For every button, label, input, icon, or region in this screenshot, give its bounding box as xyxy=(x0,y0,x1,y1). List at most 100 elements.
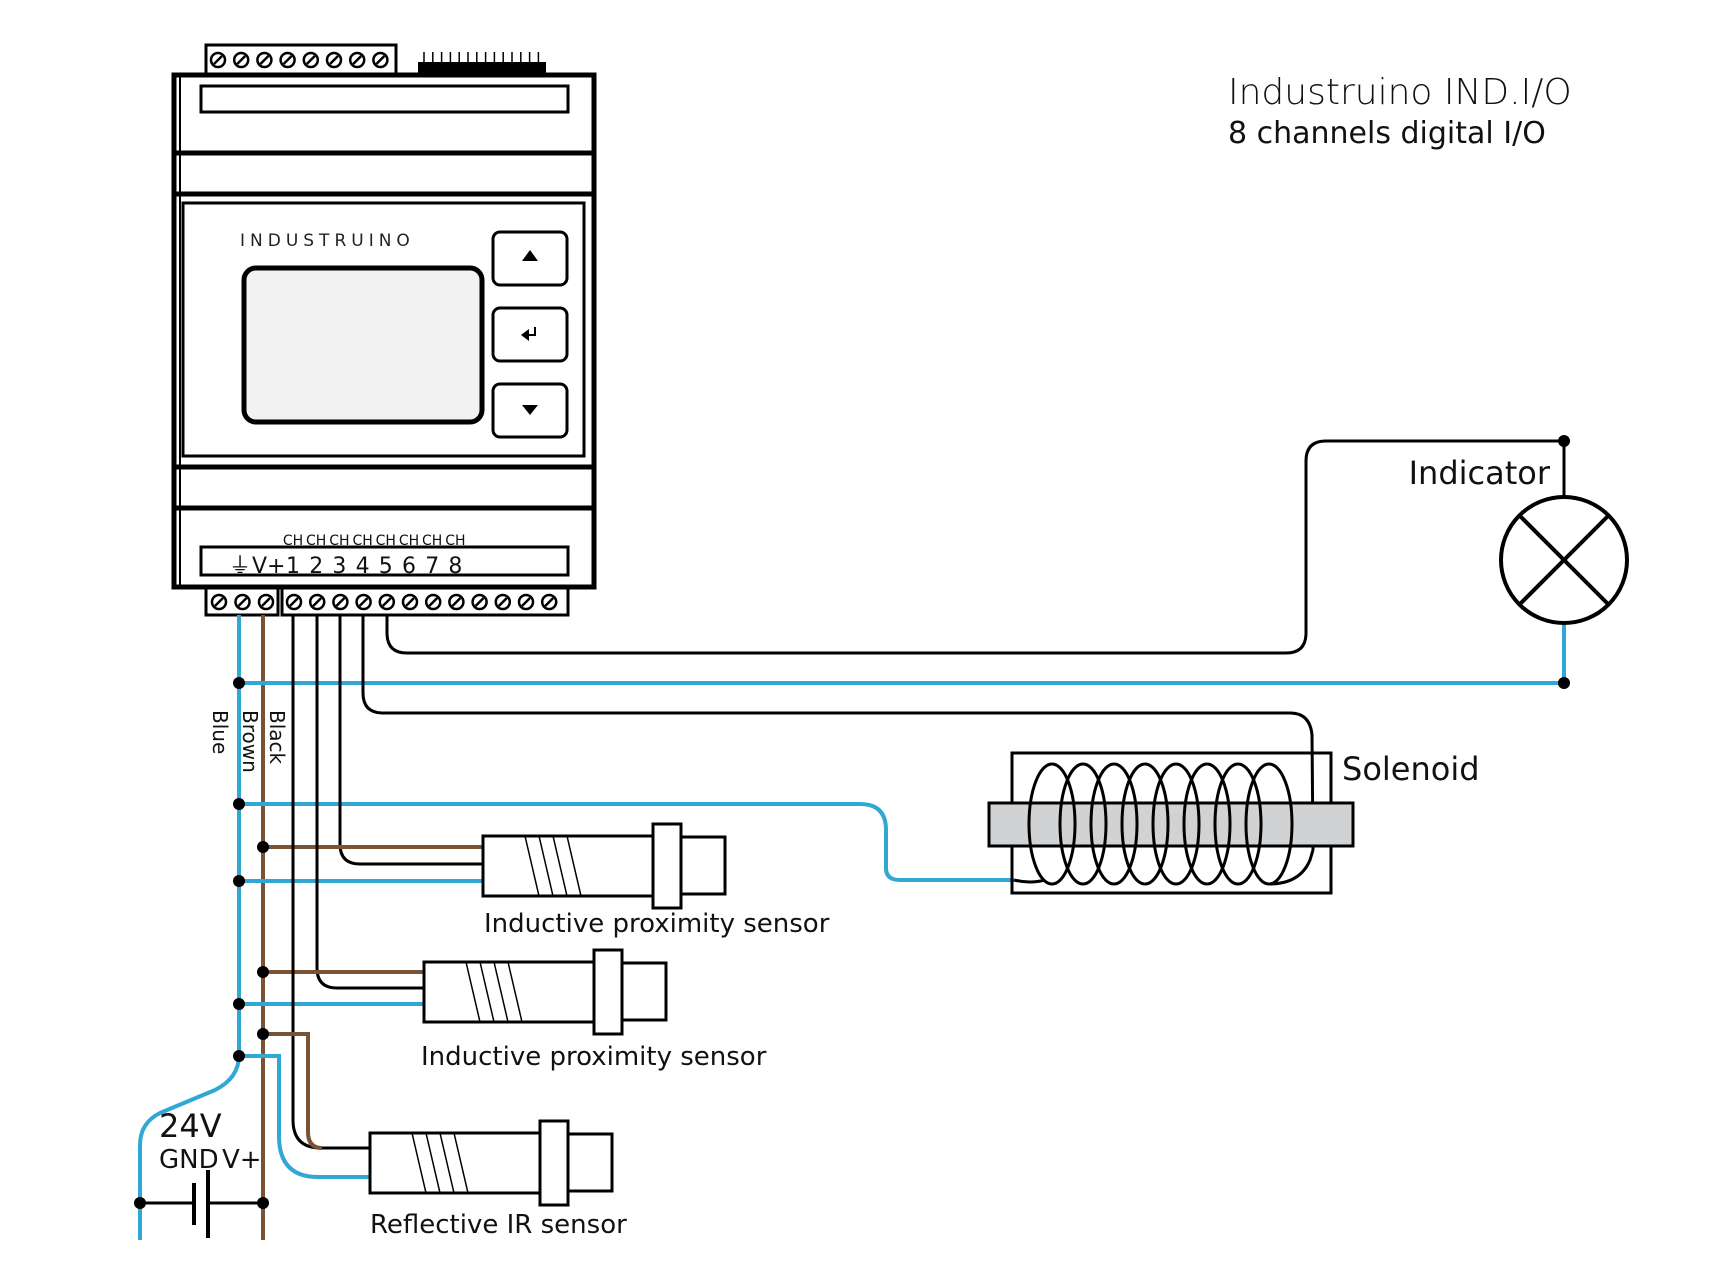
sensor3-brown-wire-a xyxy=(263,1032,323,1150)
coil-loop xyxy=(1120,762,1170,886)
sensor-thread-line xyxy=(507,961,523,1023)
screw-slot xyxy=(544,597,555,607)
screw-slot xyxy=(381,597,392,607)
screw-icon xyxy=(378,593,396,611)
screw-icon xyxy=(234,593,251,611)
screw-slot xyxy=(237,597,248,607)
sensor-tip xyxy=(679,835,727,896)
sensor-thread-line xyxy=(453,1132,469,1194)
sensor-thread-line xyxy=(479,961,495,1023)
screw-icon xyxy=(209,51,227,69)
title-line-2: 8 channels digital I/O xyxy=(1228,116,1546,151)
brown-wire-label: Brown xyxy=(238,710,262,773)
voltage-label: 24V xyxy=(159,1107,222,1145)
sensor-thread-line xyxy=(425,1132,441,1194)
coil-loop xyxy=(1027,762,1077,886)
screw-icon xyxy=(494,593,512,611)
sensor-thread-line xyxy=(552,835,568,897)
power-supply: 24V GND V+ xyxy=(134,1107,269,1238)
ch5-indicator-wire xyxy=(385,439,1566,655)
screw-slot xyxy=(312,597,323,607)
screw-icon xyxy=(256,51,273,69)
solenoid-label: Solenoid xyxy=(1342,750,1480,788)
junction-dot xyxy=(233,998,245,1010)
channel-prefix-label: CH xyxy=(306,533,326,549)
screw-icon xyxy=(257,593,275,611)
screw-slot xyxy=(289,597,299,607)
channel-number-label: 7 xyxy=(425,554,439,579)
screw-icon xyxy=(355,593,372,611)
screw-slot xyxy=(497,597,508,607)
screw-slot xyxy=(282,55,293,65)
coil-lead xyxy=(1013,878,1046,884)
coil-loop xyxy=(1182,762,1232,886)
screw-slot xyxy=(305,55,316,65)
down-button[interactable] xyxy=(491,382,569,439)
junction-dot xyxy=(233,1050,245,1062)
junction-dot xyxy=(1558,677,1570,689)
screw-slot xyxy=(358,597,369,607)
sensor-3: Reflective IR sensor xyxy=(368,1119,627,1240)
coil-lead xyxy=(1268,849,1315,886)
sensor-2: Inductive proximity sensor xyxy=(421,948,767,1072)
screw-icon xyxy=(540,593,558,611)
lcd-screen xyxy=(241,265,485,425)
screw-icon xyxy=(332,593,349,611)
sensor-nut xyxy=(538,1119,570,1207)
screw-icon xyxy=(302,51,320,69)
screw-slot xyxy=(259,55,270,65)
wire-labels: Blue Brown Black xyxy=(208,710,289,773)
sensor-3-label: Reflective IR sensor xyxy=(370,1210,627,1240)
channel-prefix-label: CH xyxy=(329,533,349,549)
enter-button[interactable] xyxy=(491,306,569,363)
coil-loop xyxy=(1089,762,1139,886)
sensor-1: Inductive proximity sensor xyxy=(481,822,830,939)
indicator-label: Indicator xyxy=(1409,454,1551,492)
channel-prefix-label: CH xyxy=(376,533,396,549)
sensor-body xyxy=(481,834,657,898)
sensor-thread-line xyxy=(439,1132,455,1194)
screw-slot xyxy=(236,55,247,65)
channel-prefix-label: CH xyxy=(283,533,303,549)
junction-dots xyxy=(233,435,1570,1062)
io-terminal-block xyxy=(280,586,570,617)
screw-icon xyxy=(325,51,343,69)
channel-prefix-label: CH xyxy=(422,533,442,549)
sensor-thread-line xyxy=(538,835,554,897)
blue-main-wire xyxy=(138,615,241,1240)
ch2-sensor2-wire xyxy=(315,615,424,990)
screw-slot xyxy=(375,55,386,65)
black-wire-label: Black xyxy=(265,710,289,765)
enter-icon xyxy=(521,327,536,341)
coil-loop xyxy=(1213,762,1263,886)
triangle-down-icon xyxy=(522,405,538,415)
up-button[interactable] xyxy=(491,230,569,287)
junction-dot xyxy=(134,1197,146,1209)
ground-label: ⏚ xyxy=(229,554,251,579)
coil-loop xyxy=(1151,762,1201,886)
screw-slot xyxy=(335,597,346,607)
wires xyxy=(138,435,1570,1240)
sensor-thread-line xyxy=(465,961,481,1023)
sensor-tip xyxy=(620,961,668,1022)
junction-dot xyxy=(233,677,245,689)
screw-slot xyxy=(213,55,223,65)
screw-icon xyxy=(232,51,250,69)
solenoid-core xyxy=(987,801,1355,848)
screw-slot xyxy=(261,597,271,607)
screw-icon xyxy=(285,593,303,611)
screw-icon xyxy=(517,593,535,611)
power-terminal-block xyxy=(204,586,280,617)
ch4-solenoid-wire xyxy=(361,615,1315,851)
screw-slot xyxy=(521,597,531,607)
channel-number-label: 5 xyxy=(379,554,393,579)
top-label-slot xyxy=(199,84,570,114)
channel-prefix-label: CH xyxy=(399,533,419,549)
junction-dot xyxy=(257,1197,269,1209)
screw-icon xyxy=(401,593,419,611)
pin-header xyxy=(418,52,546,75)
diagram-title: Industruino IND.I/O 8 channels digital I… xyxy=(1228,72,1572,151)
sensor-thread-line xyxy=(493,961,509,1023)
sensor-nut xyxy=(651,822,683,910)
